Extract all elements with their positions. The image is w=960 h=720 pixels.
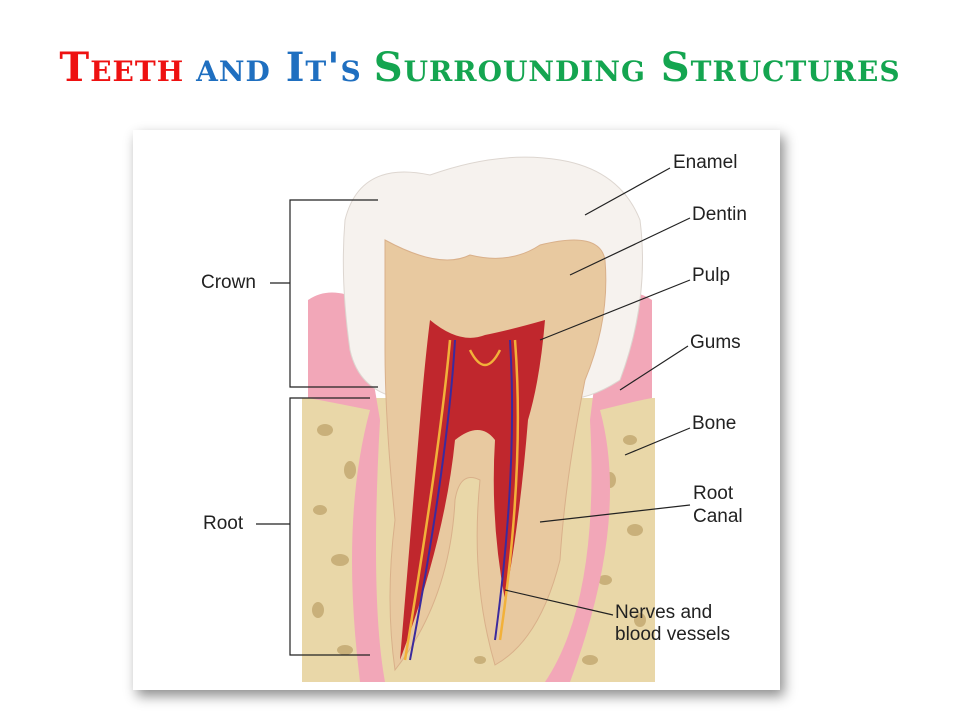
- title-word-structures: Surrounding Structures: [373, 44, 901, 91]
- label-pulp: Pulp: [692, 265, 731, 286]
- gums: [308, 292, 385, 682]
- label-nerves-1: Nerves and: [615, 602, 713, 623]
- label-bone: Bone: [692, 413, 737, 434]
- label-crown: Crown: [201, 272, 256, 293]
- title-word-teeth: Teeth: [59, 44, 185, 91]
- label-root-canal-2: Canal: [693, 506, 743, 527]
- label-root-canal-1: Root: [693, 483, 734, 504]
- bone-pores: [312, 424, 646, 665]
- nerves: [403, 339, 520, 661]
- label-root: Root: [203, 513, 244, 534]
- label-dentin: Dentin: [692, 204, 747, 225]
- label-nerves-2: blood vessels: [615, 624, 731, 645]
- label-gums: Gums: [690, 332, 741, 353]
- leader-lines: [256, 167, 691, 656]
- title-word-and-its: and It's: [196, 44, 362, 91]
- label-enamel: Enamel: [673, 152, 738, 173]
